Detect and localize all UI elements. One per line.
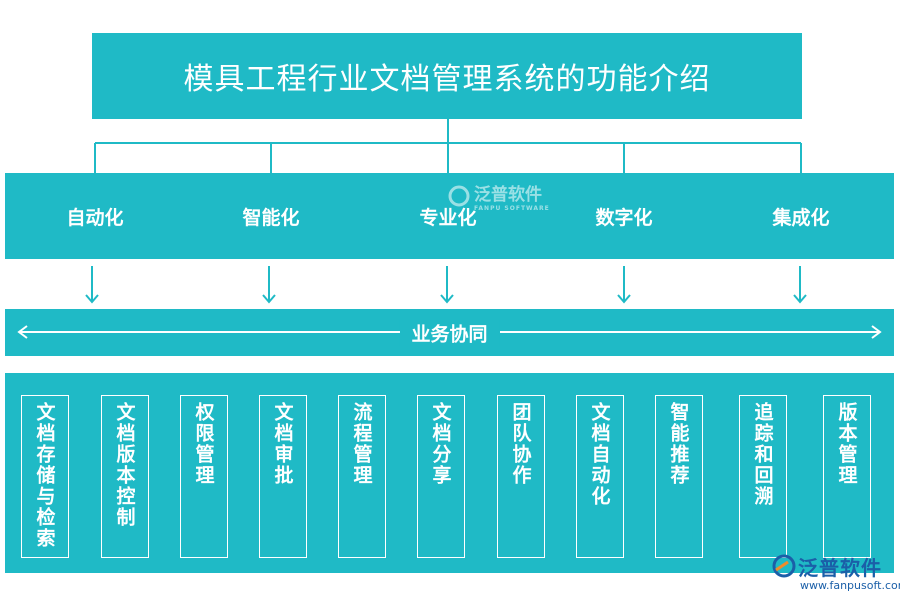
diagram-title: 模具工程行业文档管理系统的功能介绍 bbox=[183, 62, 711, 97]
brand-logo: 泛普软件 www.fanpusoft.com bbox=[770, 552, 900, 598]
diagram-title-box: 模具工程行业文档管理系统的功能介绍 bbox=[92, 33, 802, 119]
function-box: 文档审批 bbox=[259, 395, 307, 558]
function-box: 流程管理 bbox=[338, 395, 386, 558]
business-collaboration-bar: 业务协同 bbox=[5, 309, 894, 356]
function-box: 文档版本控制 bbox=[101, 395, 149, 558]
band-item-intelligent: 智能化 bbox=[242, 206, 300, 229]
function-label: 文档自动化 bbox=[588, 402, 611, 507]
function-box: 智能推荐 bbox=[655, 395, 703, 558]
business-collaboration-label: 业务协同 bbox=[399, 319, 500, 346]
watermark-sub: FANPU SOFTWARE bbox=[474, 205, 550, 212]
function-label: 文档分享 bbox=[429, 402, 452, 486]
function-label: 文档审批 bbox=[271, 402, 294, 486]
down-arrows bbox=[85, 266, 807, 304]
function-label: 文档版本控制 bbox=[113, 402, 136, 528]
function-box: 权限管理 bbox=[180, 395, 228, 558]
function-box: 文档自动化 bbox=[576, 395, 624, 558]
function-label: 流程管理 bbox=[350, 402, 373, 486]
function-box: 团队协作 bbox=[497, 395, 545, 558]
function-label: 团队协作 bbox=[509, 402, 532, 486]
function-box: 追踪和回溯 bbox=[739, 395, 787, 558]
function-box: 版本管理 bbox=[823, 395, 871, 558]
function-label: 追踪和回溯 bbox=[751, 402, 774, 507]
watermark-brand: 泛普软件 bbox=[474, 185, 542, 205]
fanpu-logo-icon bbox=[772, 554, 796, 578]
logo-brand: 泛普软件 bbox=[798, 556, 882, 580]
watermark: 泛普软件 FANPU SOFTWARE bbox=[448, 180, 550, 212]
function-box: 文档存储与检索 bbox=[21, 395, 69, 558]
band-item-automation: 自动化 bbox=[66, 206, 124, 229]
band-item-professional: 专业化 bbox=[419, 206, 477, 229]
logo-url: www.fanpusoft.com bbox=[800, 579, 900, 592]
function-label: 智能推荐 bbox=[667, 402, 690, 486]
band-item-integrated: 集成化 bbox=[772, 206, 830, 229]
function-label: 权限管理 bbox=[192, 402, 215, 486]
functions-panel: 文档存储与检索 文档版本控制 权限管理 文档审批 流程管理 文档分享 团队协作 … bbox=[5, 373, 894, 573]
function-box: 文档分享 bbox=[417, 395, 465, 558]
function-label: 文档存储与检索 bbox=[33, 402, 56, 549]
characteristics-band: 自动化 智能化 专业化 数字化 集成化 bbox=[5, 173, 894, 259]
watermark-logo-icon bbox=[448, 185, 470, 207]
function-label: 版本管理 bbox=[835, 402, 858, 486]
band-item-digital: 数字化 bbox=[595, 206, 653, 229]
